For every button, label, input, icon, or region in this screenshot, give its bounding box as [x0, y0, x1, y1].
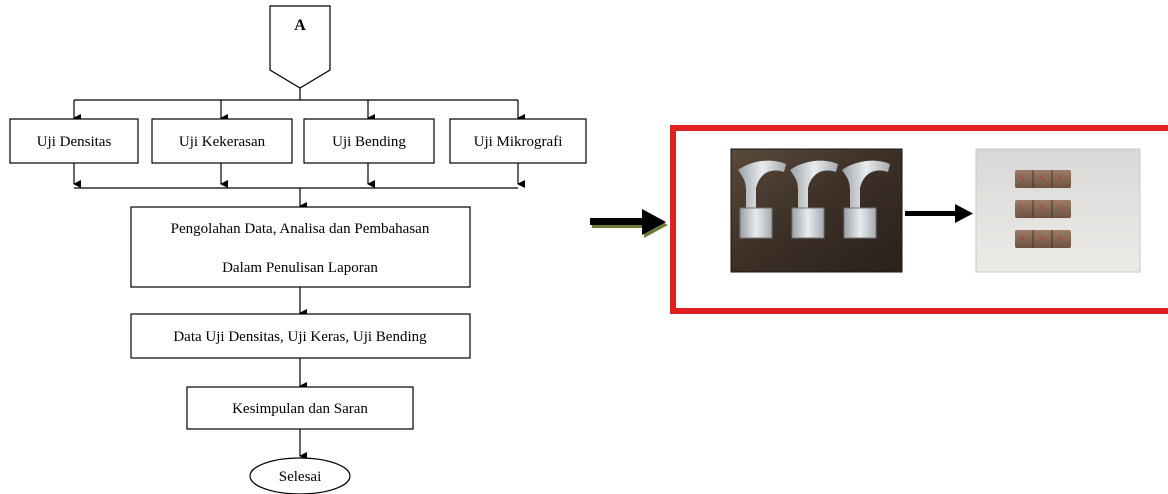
end-terminator: Selesai: [249, 457, 351, 494]
data-box: Data Uji Densitas, Uji Keras, Uji Bendin…: [130, 313, 471, 359]
processing-label-line1: Pengolahan Data, Analisa dan Pembahasan: [171, 221, 430, 237]
test-label-kekerasan: Uji Kekerasan: [179, 134, 266, 150]
specimen-3-curve: [842, 160, 890, 212]
end-label: Selesai: [279, 469, 322, 485]
test-label-densitas: Uji Densitas: [37, 134, 112, 150]
photo-cut-specimens: [975, 148, 1141, 273]
test-box-kekerasan: Uji Kekerasan: [151, 118, 293, 164]
test-box-mikrografi: Uji Mikrografi: [449, 118, 587, 164]
specimen-2-block: [791, 207, 825, 239]
specimen-1-block: [739, 207, 773, 239]
specimen-1-curve: [738, 160, 786, 212]
specimen-3-block: [843, 207, 877, 239]
data-box-label: Data Uji Densitas, Uji Keras, Uji Bendin…: [173, 329, 427, 345]
test-box-bending: Uji Bending: [303, 118, 435, 164]
small-arrow: [905, 204, 973, 223]
test-label-bending: Uji Bending: [332, 134, 406, 150]
test-label-mikrografi: Uji Mikrografi: [474, 134, 563, 150]
connector-a: A: [269, 5, 331, 89]
conclusion-box: Kesimpulan dan Saran: [186, 386, 414, 430]
conclusion-label: Kesimpulan dan Saran: [232, 401, 368, 417]
transition-arrow: [590, 209, 668, 238]
test-box-densitas: Uji Densitas: [9, 118, 139, 164]
photo-bent-specimens: [730, 148, 903, 273]
processing-label-line2: Dalam Penulisan Laporan: [222, 260, 378, 276]
processing-box: Pengolahan Data, Analisa dan Pembahasan …: [130, 206, 471, 288]
connector-a-label: A: [294, 17, 306, 34]
specimen-2-curve: [790, 160, 838, 212]
